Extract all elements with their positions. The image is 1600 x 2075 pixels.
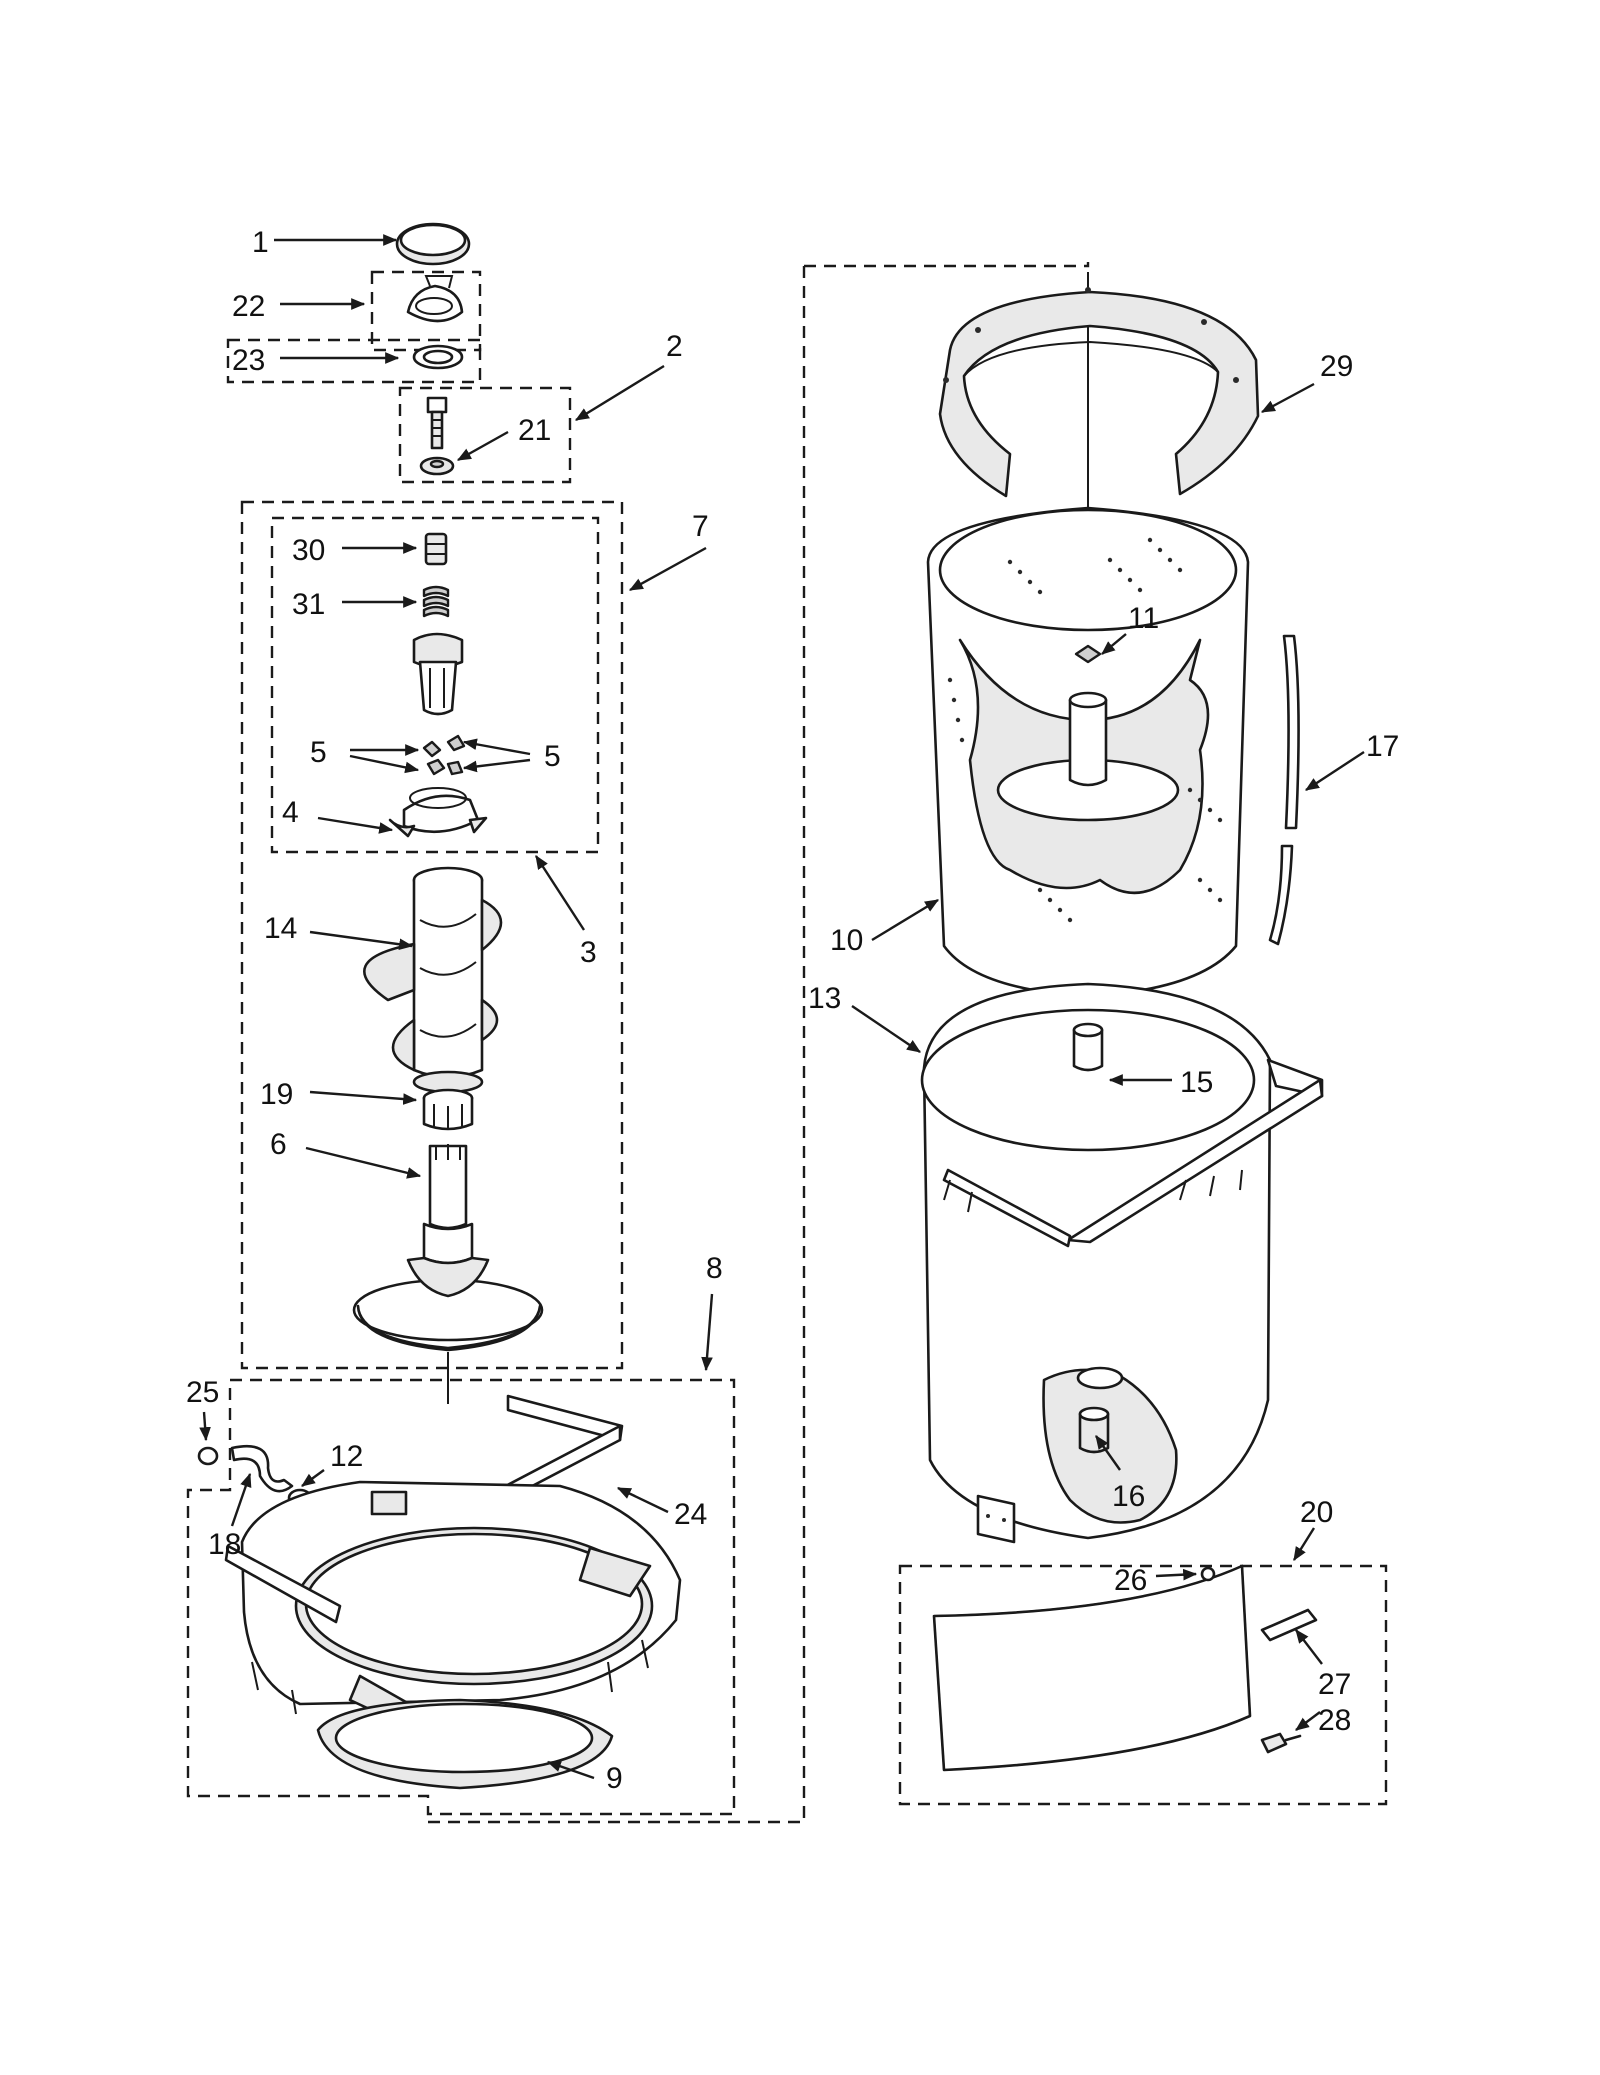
callout-2: 2 (666, 330, 683, 363)
part-18-hose (230, 1444, 294, 1493)
group-box-20 (898, 1564, 1388, 1806)
group-box-23 (226, 338, 482, 384)
callout-10: 10 (830, 924, 863, 957)
callout-16: 16 (1112, 1480, 1145, 1513)
callout-5-left: 5 (310, 736, 327, 769)
callout-4: 4 (282, 796, 299, 829)
callout-28: 28 (1318, 1704, 1351, 1737)
group-box-3 (270, 516, 600, 854)
callout-5-right: 5 (544, 740, 561, 773)
callout-13: 13 (808, 982, 841, 1015)
part-21-washer (419, 456, 455, 476)
callout-18: 18 (208, 1528, 241, 1561)
part-10-basket (926, 506, 1250, 998)
part-17-strip (1268, 634, 1300, 946)
basket-perforations (947, 537, 1223, 923)
callout-26: 26 (1114, 1564, 1147, 1597)
part-25-clamp (197, 1446, 219, 1466)
part-15-hub (1072, 1022, 1104, 1072)
part-base-tub (224, 1480, 682, 1730)
part-agitator-cup (412, 632, 464, 716)
callout-27: 27 (1318, 1668, 1351, 1701)
part-31-spring (422, 585, 450, 618)
callout-25: 25 (186, 1376, 219, 1409)
part-9-ring (316, 1698, 614, 1790)
part-26-screw (1200, 1566, 1216, 1582)
callout-8: 8 (706, 1252, 723, 1285)
callout-11: 11 (1128, 602, 1159, 635)
part-5-dogs (422, 734, 466, 776)
callout-14: 14 (264, 912, 297, 945)
group-box-right (804, 262, 1090, 268)
callout-7: 7 (692, 510, 709, 543)
callout-1: 1 (252, 226, 269, 259)
part-29-ring (938, 287, 1260, 498)
part-4-retainer (388, 787, 488, 838)
group-box-7 (240, 500, 624, 1370)
callout-17: 17 (1366, 730, 1399, 763)
part-14-auger (363, 866, 503, 1094)
callout-labels: 1 2 3 4 5 5 6 7 8 9 10 11 12 13 14 15 16… (186, 226, 1399, 1795)
group-boxes (186, 262, 1388, 1824)
group-box-2 (398, 386, 572, 484)
part-23-ring (412, 344, 464, 370)
part-13-tub (920, 982, 1324, 1544)
callout-3: 3 (580, 936, 597, 969)
callout-12: 12 (330, 1440, 363, 1473)
callout-22: 22 (232, 290, 265, 323)
part-28-screw (1260, 1732, 1302, 1754)
callout-6: 6 (270, 1128, 287, 1161)
group-box-8 (186, 1378, 736, 1816)
part-30-cam (424, 532, 448, 566)
part-22-cover (406, 275, 464, 323)
group-box-right-spine (428, 266, 806, 1824)
part-1-cap (395, 222, 471, 266)
part-2-bolt (426, 396, 448, 450)
callout-23: 23 (232, 344, 265, 377)
callout-21: 21 (518, 414, 551, 447)
part-19-coupling (422, 1088, 474, 1131)
part-27-plate (1260, 1608, 1318, 1642)
callout-24: 24 (674, 1498, 707, 1531)
left-stack (352, 222, 544, 1404)
base-assembly (197, 1394, 682, 1790)
right-stack (920, 272, 1324, 1772)
leader-lines (199, 234, 1365, 1780)
callout-29: 29 (1320, 350, 1353, 383)
part-6-agitator-base (352, 1144, 544, 1352)
callout-19: 19 (260, 1078, 293, 1111)
callout-20: 20 (1300, 1496, 1333, 1529)
callout-15: 15 (1180, 1066, 1213, 1099)
callout-9: 9 (606, 1762, 623, 1795)
callout-30: 30 (292, 534, 325, 567)
part-20-shield (932, 1564, 1252, 1772)
callout-31: 31 (292, 588, 325, 621)
